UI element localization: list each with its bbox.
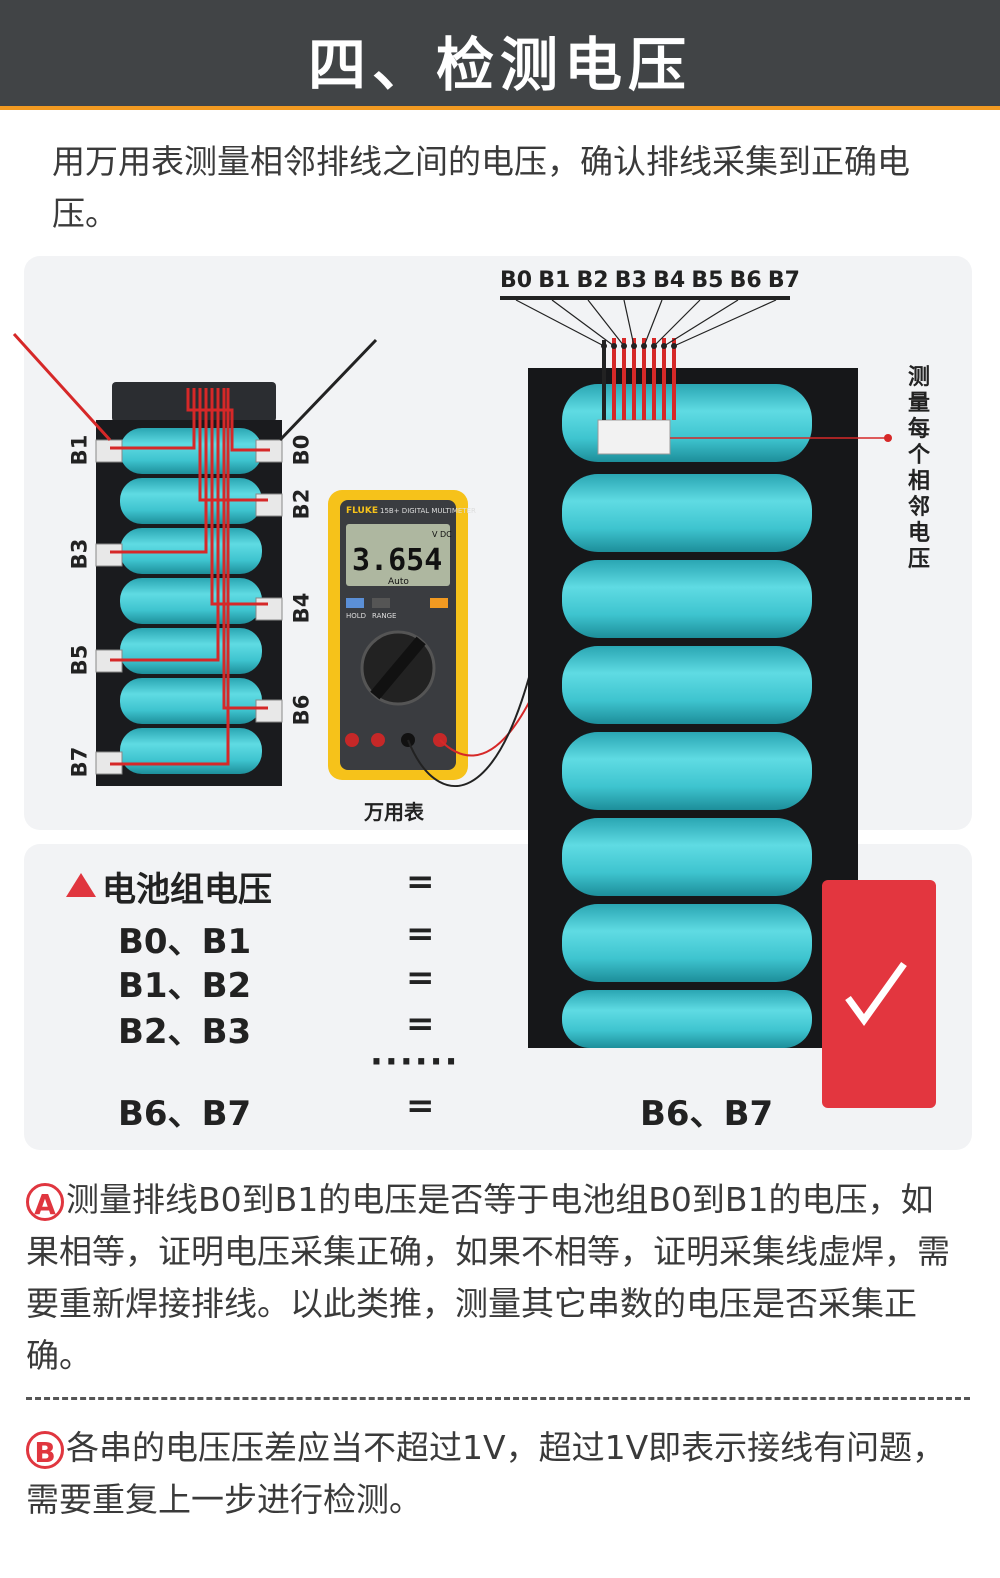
multimeter-caption: 万用表: [364, 800, 424, 824]
note-b-badge: B: [26, 1430, 64, 1469]
harness-label: B4: [653, 268, 686, 293]
harness-label: B6: [729, 268, 762, 293]
pair-label: B1、B2: [118, 966, 252, 1006]
pack-label-right: B2: [289, 488, 314, 520]
meter-unit: V DC: [432, 530, 452, 539]
note-a-text: 测量排线B0到B1的电压是否等于电池组B0到B1的电压，如果相等，证明电压采集正…: [26, 1180, 950, 1375]
svg-text:3.654: 3.654: [352, 543, 442, 578]
harness-labels: B0 B1 B2 B3 B4 B5 B6 B7: [500, 268, 800, 293]
pack-label-right: B4: [289, 592, 314, 624]
dashed-divider: [26, 1397, 970, 1400]
meter-brand: FLUKE: [346, 506, 378, 516]
meter-hold-label: HOLD: [346, 612, 367, 620]
equal-sign: =: [406, 1004, 435, 1044]
note-a-badge: A: [26, 1182, 64, 1221]
page-header: 四、检测电压: [0, 0, 1000, 110]
pack-label-left: B1: [67, 434, 92, 466]
intro-text: 用万用表测量相邻排线之间的电压，确认排线采集到正确电压。: [52, 142, 910, 233]
side-label: 测量每个相邻电压: [907, 365, 930, 572]
checkmark-icon: [845, 961, 907, 1026]
svg-text:Auto: Auto: [388, 577, 409, 587]
equal-sign: =: [406, 958, 435, 998]
right-battery-pack: [500, 296, 892, 1048]
pair-label: B6、B7: [118, 1094, 252, 1134]
pack-label-right: B0: [289, 434, 314, 466]
pack-label-right: B6: [289, 694, 314, 726]
pair-label-right: B6、B7: [640, 1094, 774, 1134]
meter-model: 15B+ DIGITAL MULTIMETER: [380, 507, 476, 515]
pair-label: B0、B1: [118, 922, 252, 962]
harness-label: B0: [500, 268, 533, 293]
left-battery-pack: [12, 332, 378, 786]
page-title: 四、检测电压: [307, 31, 692, 99]
triangle-icon: [66, 873, 96, 897]
note-b-text: 各串的电压压差应当不超过1V，超过1V即表示接线有问题，需要重复上一步进行检测。: [26, 1428, 946, 1519]
pair-label: B2、B3: [118, 1012, 252, 1052]
harness-label: B2: [576, 268, 609, 293]
battery-voltage-heading: 电池组电压: [102, 870, 272, 910]
pack-label-left: B3: [67, 538, 92, 570]
ellipsis: ······: [370, 1042, 460, 1082]
harness-label: B7: [767, 268, 800, 293]
harness-label: B3: [614, 268, 647, 293]
check-box: [822, 880, 936, 1108]
header-accent-line: [0, 106, 1000, 110]
equal-sign: =: [406, 914, 435, 954]
pack-label-left: B5: [67, 644, 92, 676]
harness-label: B1: [538, 268, 571, 293]
harness-label: B5: [691, 268, 724, 293]
multimeter: 3.654 Auto: [328, 469, 601, 787]
pack-label-left: B7: [67, 746, 92, 778]
equal-sign: =: [406, 1086, 435, 1126]
meter-range-label: RANGE: [372, 612, 397, 620]
equal-sign: =: [406, 862, 435, 902]
